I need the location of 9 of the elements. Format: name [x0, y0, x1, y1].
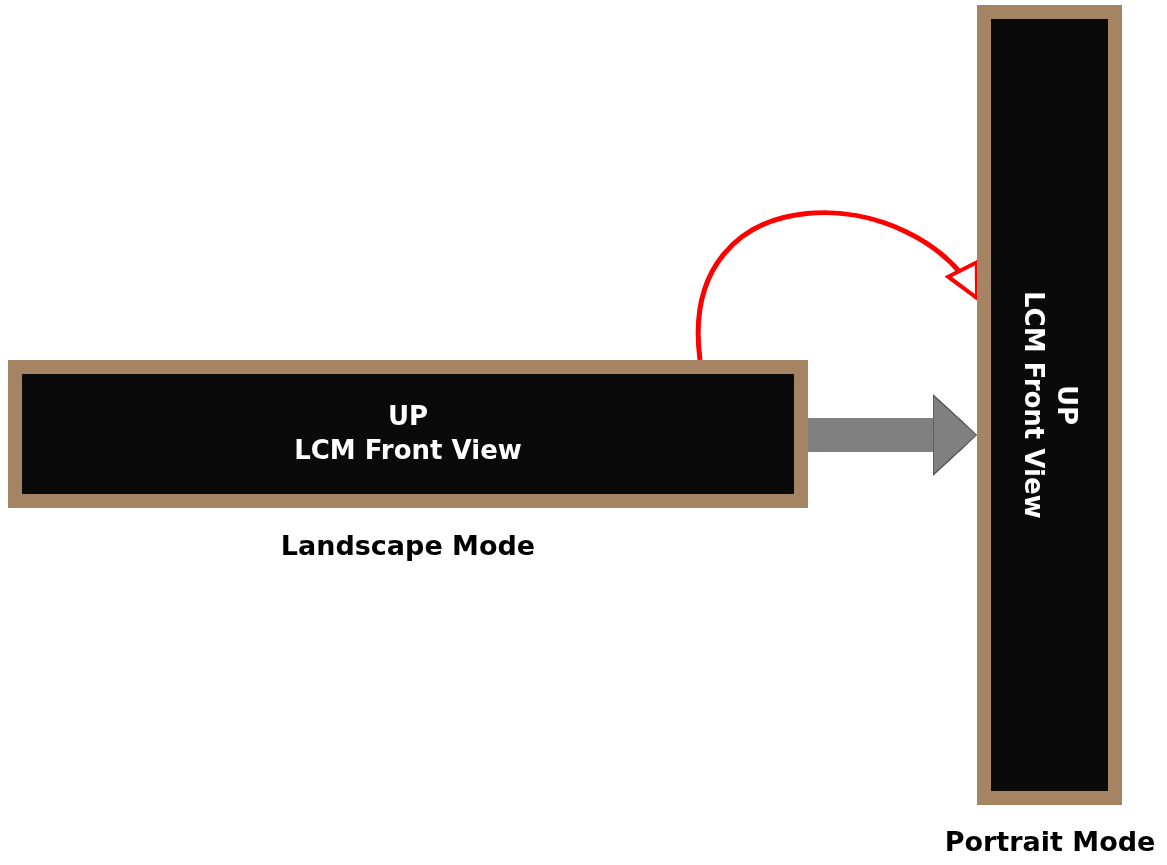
display-label: LCM Front View	[294, 434, 522, 467]
display-panel	[8, 360, 808, 508]
display-panel	[977, 5, 1122, 805]
mode-caption: Portrait Mode	[944, 826, 1156, 857]
display-label: LCM Front View	[1017, 291, 1050, 519]
display-label: UP	[1051, 384, 1084, 426]
display-label: UP	[387, 400, 429, 434]
mode-caption: Landscape Mode	[280, 530, 536, 561]
block-arrow	[808, 394, 977, 476]
